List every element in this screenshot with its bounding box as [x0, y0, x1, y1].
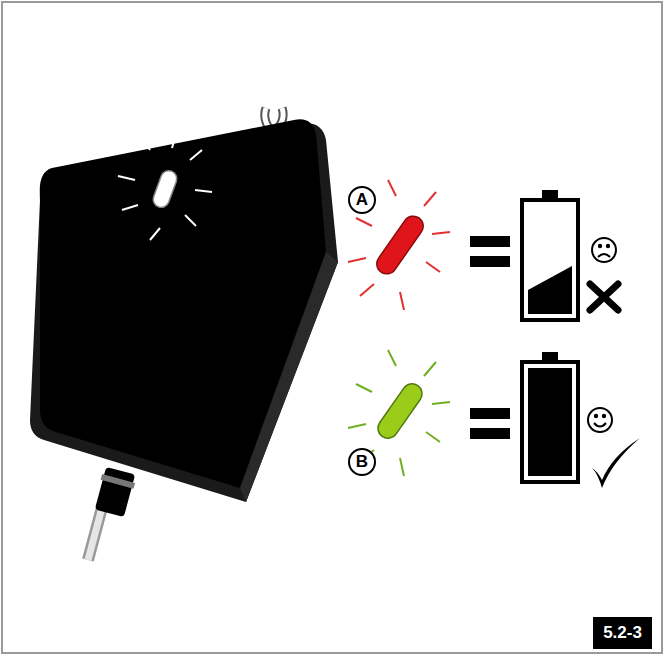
charger-device: [30, 119, 338, 502]
sad-face: [592, 238, 616, 262]
bottom-cable: [88, 467, 135, 560]
happy-face: [588, 408, 612, 432]
equals-sign: [470, 236, 510, 439]
check-mark: [592, 438, 640, 488]
figure-number: 5.2-3: [593, 617, 652, 649]
green-led: [348, 350, 450, 476]
node-text: B: [356, 452, 368, 472]
callout-letter: B: [348, 448, 376, 476]
red-led: [348, 180, 450, 310]
node-text: 5.2-3: [603, 623, 642, 643]
callout-letter: A: [348, 186, 376, 214]
cross-mark: [590, 284, 618, 310]
battery-low: [522, 190, 578, 320]
node-text: A: [356, 190, 368, 210]
device-led: [118, 134, 212, 240]
battery-full: [522, 352, 578, 482]
